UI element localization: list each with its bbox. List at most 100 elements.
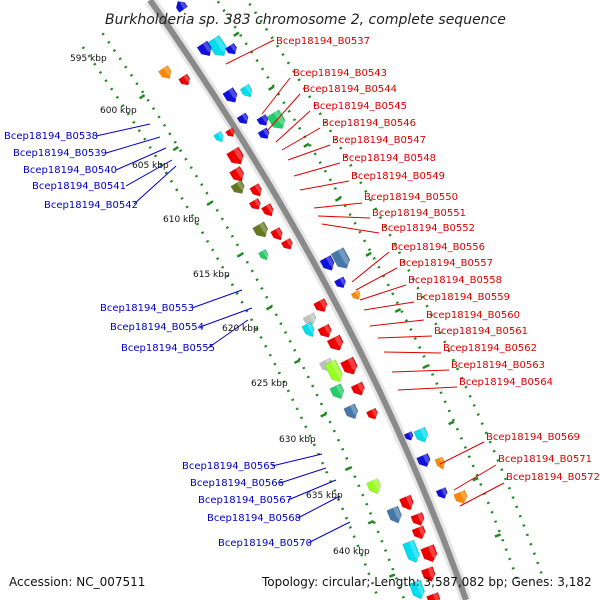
scale-tick	[265, 305, 273, 311]
gene-label[interactable]: Bcep18194_B0560	[426, 310, 520, 321]
gene-arrow-highlight	[357, 382, 365, 394]
gene-arrow-highlight	[244, 84, 253, 96]
label-connector	[287, 144, 331, 161]
gene-label[interactable]: Bcep18194_B0550	[364, 192, 458, 203]
gene-arrow-highlight	[323, 324, 332, 337]
gene-arrow	[270, 226, 283, 241]
gene-label[interactable]: Bcep18194_B0562	[443, 343, 537, 354]
gene-arrow-highlight	[432, 592, 440, 600]
chromosome-backbone	[145, 0, 472, 600]
gene-label[interactable]: Bcep18194_B0565	[182, 461, 276, 472]
gene-arrow-body	[365, 407, 379, 420]
kbp-label: 630 kbp	[279, 435, 316, 445]
left-gene-labels: Bcep18194_B0538 Bcep18194_B0539 Bcep1819…	[4, 131, 312, 549]
gene-arrow-body	[224, 42, 238, 55]
label-connector	[275, 110, 311, 143]
scale-tick	[448, 420, 455, 426]
gene-label[interactable]: Bcep18194_B0563	[451, 360, 545, 371]
gene-arrow-highlight	[428, 544, 437, 561]
gene-arrow-body	[413, 426, 429, 443]
gene-arrow-highlight	[347, 357, 357, 373]
gene-arrow	[301, 321, 315, 338]
gene-arrow-body	[339, 356, 358, 375]
gene-label[interactable]: Bcep18194_B0567	[198, 495, 292, 506]
gene-label[interactable]: Bcep18194_B0564	[459, 377, 553, 388]
gene-arrow-highlight	[334, 335, 343, 349]
gene-label[interactable]: Bcep18194_B0538	[4, 131, 98, 142]
gene-arrow-highlight	[235, 166, 245, 180]
gene-arrow-highlight	[262, 249, 269, 259]
label-connector	[453, 464, 497, 491]
gene-arrow-highlight	[179, 0, 187, 10]
label-connector	[225, 39, 275, 65]
gene-arrow-body	[301, 321, 315, 338]
gene-arrow	[420, 566, 436, 583]
label-connector	[287, 479, 337, 501]
gene-arrow-body	[206, 34, 227, 57]
gene-label[interactable]: Bcep18194_B0559	[416, 292, 510, 303]
gene-arrow-highlight	[372, 478, 381, 493]
gene-arrow	[333, 276, 347, 289]
gene-arrow	[225, 127, 235, 137]
gene-label[interactable]: Bcep18194_B0537	[276, 36, 370, 47]
gene-label[interactable]: Bcep18194_B0553	[100, 303, 194, 314]
gene-label[interactable]: Bcep18194_B0571	[498, 454, 592, 465]
gene-arrow-highlight	[241, 113, 249, 123]
gene-arrow-body	[366, 478, 381, 495]
gene-label[interactable]: Bcep18194_B0541	[32, 181, 126, 192]
gene-arrow-highlight	[337, 248, 350, 267]
gene-label[interactable]: Bcep18194_B0552	[381, 223, 475, 234]
gene-label[interactable]: Bcep18194_B0568	[207, 513, 301, 524]
gene-arrow	[213, 130, 224, 143]
gene-arrow-body	[319, 254, 335, 271]
label-connector	[317, 215, 371, 219]
gene-label[interactable]: Bcep18194_B0546	[322, 118, 416, 129]
gene-label[interactable]: Bcep18194_B0547	[332, 135, 426, 146]
gene-arrow	[411, 525, 426, 540]
scale-tick	[233, 31, 240, 37]
gene-label[interactable]: Bcep18194_B0540	[23, 165, 117, 176]
gene-label[interactable]: Bcep18194_B0551	[372, 208, 466, 219]
gene-arrow	[236, 112, 249, 125]
label-connector	[383, 351, 442, 354]
gene-label[interactable]: Bcep18194_B0548	[342, 153, 436, 164]
gene-label[interactable]: Bcep18194_B0544	[303, 84, 397, 95]
gene-arrow-highlight	[262, 128, 270, 138]
gene-label[interactable]: Bcep18194_B0554	[110, 322, 204, 333]
gene-label[interactable]: Bcep18194_B0557	[399, 258, 493, 269]
gene-label[interactable]: Bcep18194_B0539	[13, 148, 107, 159]
gene-arrow-body	[410, 511, 425, 526]
gene-label[interactable]: Bcep18194_B0555	[121, 343, 215, 354]
gene-arrow-highlight	[408, 431, 413, 440]
gene-arrow-highlight	[266, 203, 274, 215]
gene-arrow	[257, 127, 270, 140]
gene-label[interactable]: Bcep18194_B0570	[218, 538, 312, 549]
gene-arrow-highlight	[427, 566, 435, 581]
gene-arrow-body	[178, 73, 191, 86]
gene-arrow	[324, 359, 343, 383]
gene-label[interactable]: Bcep18194_B0545	[313, 101, 407, 112]
gene-arrow	[175, 0, 188, 13]
gene-arrow-body	[213, 130, 224, 143]
label-connector	[271, 453, 323, 467]
label-connector	[199, 307, 253, 328]
gene-arrow-highlight	[319, 298, 327, 311]
gene-label[interactable]: Bcep18194_B0566	[190, 478, 284, 489]
scale-tick	[320, 412, 327, 418]
scale-tick	[206, 200, 213, 207]
gene-arrow-body	[196, 40, 212, 57]
gene-label[interactable]: Bcep18194_B0543	[293, 68, 387, 79]
gene-label[interactable]: Bcep18194_B0558	[408, 275, 502, 286]
gene-label[interactable]: Bcep18194_B0561	[434, 326, 528, 337]
gene-label[interactable]: Bcep18194_B0572	[506, 472, 600, 483]
gene-arrow-highlight	[415, 580, 424, 598]
scale-tick	[138, 94, 146, 100]
gene-arrow-highlight	[229, 128, 235, 136]
gene-label[interactable]: Bcep18194_B0569	[486, 432, 580, 443]
gene-label[interactable]: Bcep18194_B0542	[44, 200, 138, 211]
gene-label[interactable]: Bcep18194_B0556	[391, 242, 485, 253]
scale-tick	[268, 85, 275, 91]
gene-label[interactable]: Bcep18194_B0549	[351, 171, 445, 182]
scale-tick	[494, 533, 501, 538]
label-connector	[207, 319, 249, 349]
